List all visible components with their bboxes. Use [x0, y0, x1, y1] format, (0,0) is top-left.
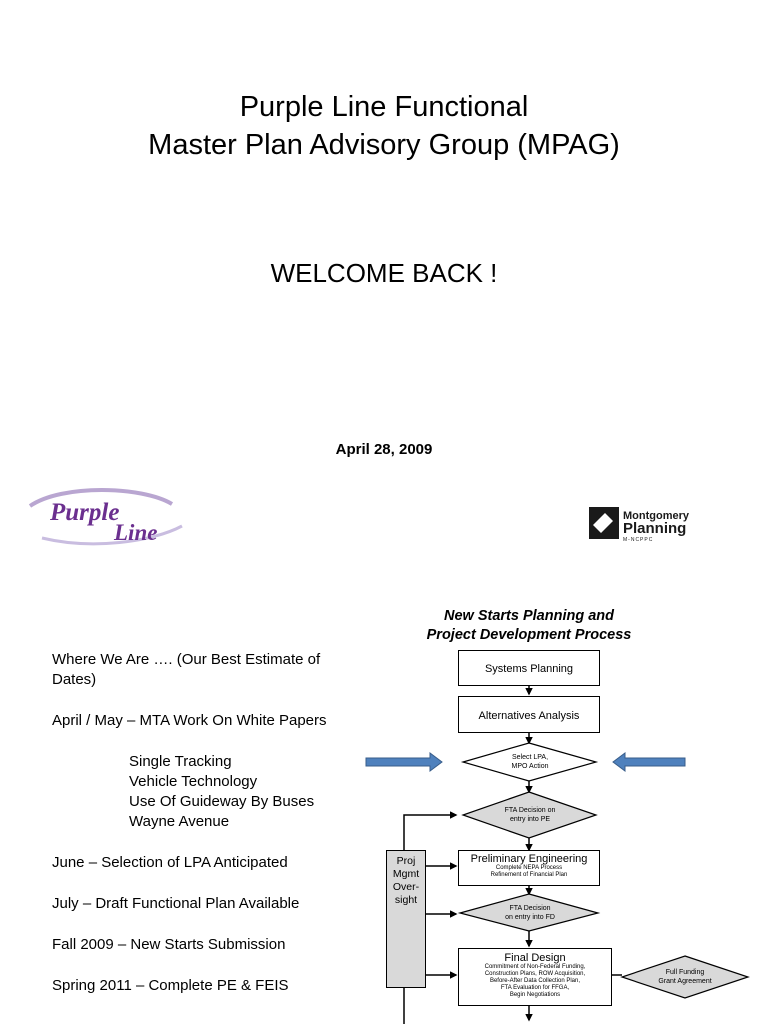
logo-mncppc-text: M-NCPPC	[623, 537, 653, 543]
fta-pe-label: FTA Decision on entry into PE	[480, 806, 580, 824]
select-lpa-line-1: Select LPA,	[511, 754, 549, 761]
notes-june: June – Selection of LPA Anticipated	[52, 854, 288, 871]
alternatives-analysis-box: Alternatives Analysis	[458, 696, 600, 733]
meeting-date: April 28, 2009	[335, 441, 433, 458]
alternatives-analysis-label: Alternatives Analysis	[478, 710, 580, 722]
fta-fd-line-1: FTA Decision	[509, 905, 551, 912]
right-pointing-arrow-icon	[365, 752, 443, 772]
notes-sub-item: Wayne Avenue	[129, 813, 230, 830]
logo-planning-text: Planning	[623, 520, 686, 537]
diamond-ffga	[620, 955, 750, 999]
oversight-line: Proj	[396, 855, 416, 867]
final-design-sub: Before-After Data Collection Plan,	[489, 978, 581, 984]
preliminary-engineering-box: Preliminary Engineering Complete NEPA Pr…	[458, 850, 600, 886]
final-design-sub: FTA Evaluation for FFGA,	[500, 985, 570, 991]
logo-swoosh-bottom	[41, 524, 183, 546]
preliminary-engineering-title: Preliminary Engineering	[470, 853, 588, 865]
purple-line-logo: Purple Line	[28, 488, 183, 546]
fta-fd-label: FTA Decision on entry into FD	[480, 904, 580, 922]
schedule-notes: Where We Are …. (Our Best Estimate of Da…	[52, 650, 352, 996]
notes-july: July – Draft Functional Plan Available	[52, 895, 300, 912]
final-design-box: Final Design Commitment of Non-Federal F…	[458, 948, 612, 1006]
logo-swoosh-top	[28, 488, 174, 508]
notes-spring: Spring 2011 – Complete PE & FEIS	[52, 977, 289, 994]
flowchart-title-line-2: Project Development Process	[426, 627, 632, 643]
title-line-2: Master Plan Advisory Group (MPAG)	[148, 129, 620, 161]
notes-fall: Fall 2009 – New Starts Submission	[52, 936, 286, 953]
logo-mark-cut	[593, 513, 613, 533]
slide-title: Purple Line Functional Master Plan Advis…	[0, 88, 768, 164]
select-lpa-label: Select LPA, MPO Action	[480, 753, 580, 771]
final-design-sub: Begin Negotiations	[509, 992, 561, 998]
logo-montgomery-text: Montgomery	[623, 510, 690, 522]
notes-intro: Where We Are …. (Our Best Estimate of Da…	[52, 651, 321, 688]
ffga-label: Full Funding Grant Agreement	[640, 968, 730, 986]
logo-text-line: Line	[113, 520, 157, 545]
select-lpa-line-2: MPO Action	[511, 763, 549, 770]
final-design-sub: Construction Plans, ROW Acquisition,	[484, 971, 586, 977]
notes-april: April / May – MTA Work On White Papers	[52, 712, 327, 729]
logo-text-purple: Purple	[49, 499, 119, 526]
flowchart-title: New Starts Planning and Project Developm…	[402, 607, 656, 645]
final-design-sub: Commitment of Non-Federal Funding,	[484, 964, 586, 970]
oversight-line: sight	[394, 894, 418, 906]
final-design-title: Final Design	[504, 952, 566, 964]
fta-pe-line-2: entry into PE	[509, 816, 551, 823]
fta-pe-line-1: FTA Decision on	[504, 807, 556, 814]
title-line-1: Purple Line Functional	[239, 91, 529, 123]
notes-sub-item: Single Tracking	[129, 753, 232, 770]
montgomery-planning-logo: Montgomery Planning M-NCPPC	[589, 507, 690, 543]
fta-fd-line-2: on entry into FD	[505, 914, 555, 921]
systems-planning-box: Systems Planning	[458, 650, 600, 686]
diamond-fta-pe	[461, 791, 598, 839]
ffga-line-2: Grant Agreement	[658, 978, 712, 985]
welcome-heading: WELCOME BACK !	[270, 258, 498, 288]
notes-sub-item: Vehicle Technology	[129, 773, 258, 790]
diamond-select-lpa	[460, 742, 599, 782]
flowchart-title-line-1: New Starts Planning and	[444, 608, 614, 624]
oversight-line: Over-	[392, 881, 420, 893]
systems-planning-label: Systems Planning	[484, 663, 574, 675]
oversight-line: Mgmt	[392, 868, 420, 880]
ffga-line-1: Full Funding	[665, 969, 705, 976]
project-management-oversight-bar: Proj Mgmt Over- sight	[386, 850, 426, 988]
oversight-loop-top	[403, 811, 458, 850]
notes-sub-item: Use Of Guideway By Buses	[129, 793, 315, 810]
preliminary-engineering-sub-1: Complete NEPA Process	[495, 865, 563, 871]
left-pointing-arrow-icon	[612, 752, 686, 772]
diamond-fta-fd	[457, 893, 601, 932]
preliminary-engineering-sub-2: Refinement of Financial Plan	[490, 872, 568, 878]
